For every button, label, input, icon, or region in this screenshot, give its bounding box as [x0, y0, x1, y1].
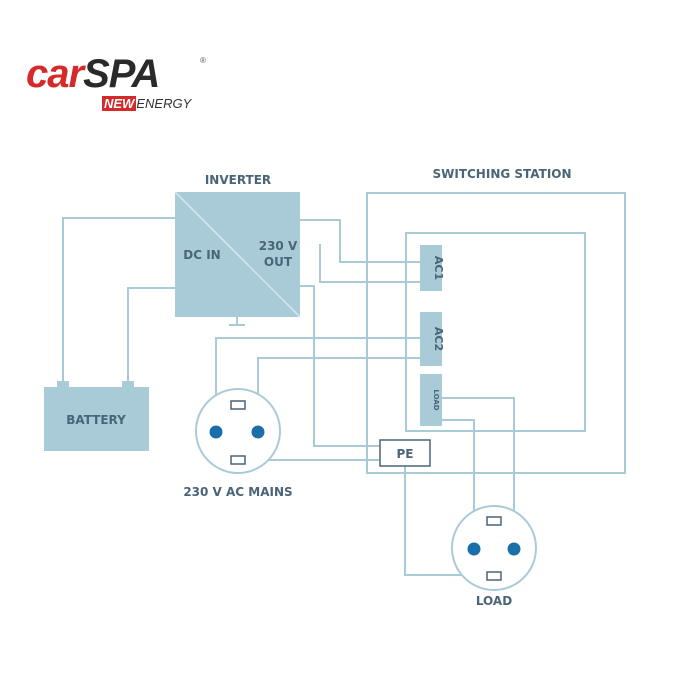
mains-outlet-icon	[195, 388, 281, 474]
logo-word-car: car	[26, 52, 84, 96]
label-pe: PE	[397, 447, 414, 461]
battery-box	[44, 387, 149, 451]
terminal-load	[420, 374, 442, 426]
label-230v: 230 V	[259, 239, 298, 253]
wire-load-a	[442, 397, 515, 546]
pe-box	[379, 439, 431, 467]
battery-terminal-left	[57, 381, 69, 388]
label-mains: 230 V AC MAINS	[183, 485, 292, 499]
label-inverter: INVERTER	[205, 173, 271, 187]
wire-out-ac1-a	[300, 219, 420, 263]
label-load: LOAD	[476, 594, 512, 608]
wiring-lines	[62, 192, 626, 576]
logo-wordmark: carSPA	[26, 52, 160, 96]
terminal-ac2	[420, 312, 442, 366]
logo-tagline-energy: ENERGY	[136, 96, 192, 111]
label-out: OUT	[264, 255, 293, 269]
logo-registered-mark: ®	[200, 56, 206, 65]
wire-inverter-pe	[300, 285, 380, 447]
label-switching-station: SWITCHING STATION	[432, 167, 571, 181]
battery-terminal-right	[122, 381, 134, 388]
wire-mains-ac2-b	[257, 357, 420, 427]
label-load-terminal: LOAD	[432, 389, 440, 410]
label-battery: BATTERY	[66, 413, 126, 427]
wire-out-ac1-b	[319, 244, 420, 283]
switching-station-outer-frame	[366, 192, 626, 474]
logo-tagline-new: NEW	[102, 96, 137, 111]
wire-load-b	[442, 419, 475, 546]
label-ac1: AC1	[432, 256, 445, 280]
load-outlet-icon	[451, 505, 537, 591]
label-dc-in: DC IN	[183, 248, 220, 262]
terminal-ac1	[420, 245, 442, 291]
switching-station-inner-frame	[405, 232, 586, 432]
label-ac2: AC2	[432, 327, 445, 351]
wire-battery-right	[127, 287, 175, 386]
inverter-diagonal	[174, 191, 301, 318]
logo-word-spa: SPA	[83, 52, 160, 96]
wire-battery-left	[62, 217, 175, 386]
